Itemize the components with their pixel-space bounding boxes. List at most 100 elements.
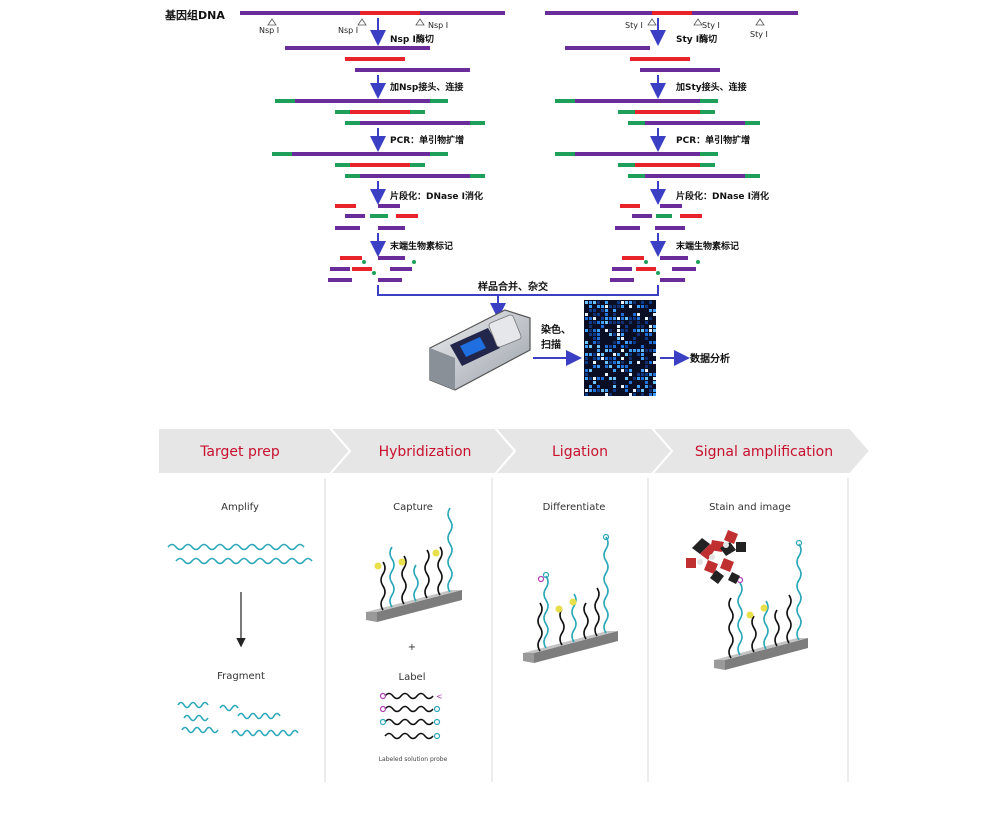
- right-steps: Sty I酶切 加Sty接头、连接 PCR：单引物扩增: [555, 18, 769, 282]
- ligation-chip: [534, 631, 618, 663]
- array-spot: [641, 369, 644, 372]
- array-spot: [617, 361, 620, 364]
- left-step-2: 加Nsp接头、连接: [389, 81, 463, 93]
- array-spot: [649, 333, 652, 336]
- stain-label-1: 染色、: [540, 323, 571, 336]
- stage-title-hybridization: Hybridization: [379, 444, 472, 460]
- right-step-1: Sty I酶切: [676, 33, 717, 45]
- array-spot: [625, 325, 628, 328]
- array-spot: [589, 333, 592, 336]
- array-spot: [609, 393, 612, 396]
- stage-chevron-4: [649, 427, 872, 475]
- fragment-3: [237, 712, 281, 720]
- array-spot: [637, 329, 640, 332]
- array-spot: [609, 329, 612, 332]
- array-spot: [629, 357, 632, 360]
- array-spot: [645, 373, 648, 376]
- array-spot: [653, 361, 656, 364]
- right-site-3: Sty I: [750, 30, 768, 39]
- array-spot: [633, 329, 636, 332]
- column-dividers: [324, 478, 849, 782]
- array-spot: [617, 333, 620, 336]
- array-spot: [605, 373, 608, 376]
- array-spot: [605, 349, 608, 352]
- array-spot: [621, 345, 624, 348]
- array-spot: [653, 341, 656, 344]
- array-spot: [613, 377, 616, 380]
- array-spot: [645, 337, 648, 340]
- array-spot: [629, 317, 632, 320]
- array-spot: [597, 385, 600, 388]
- array-spot: [593, 353, 596, 356]
- array-spot: [633, 313, 636, 316]
- right-step-2: 加Sty接头、连接: [675, 81, 747, 93]
- array-spot: [601, 309, 604, 312]
- fragment-4: [183, 714, 209, 722]
- array-spot: [637, 389, 640, 392]
- array-spot: [613, 317, 616, 320]
- stage-title-target-prep: Target prep: [199, 444, 280, 460]
- array-spot: [613, 345, 616, 348]
- array-spot: [605, 309, 608, 312]
- array-spot: [649, 385, 652, 388]
- array-spot: [641, 325, 644, 328]
- array-spot: [585, 377, 588, 380]
- array-spot: [589, 317, 592, 320]
- array-spot: [609, 345, 612, 348]
- array-spot: [585, 369, 588, 372]
- array-spot: [625, 301, 628, 304]
- fragment-5: [181, 726, 219, 734]
- array-spot: [585, 341, 588, 344]
- array-spot: [649, 329, 652, 332]
- fragment-2: [219, 704, 239, 712]
- array-spot: [585, 353, 588, 356]
- array-spot: [593, 313, 596, 316]
- array-spot: [633, 377, 636, 380]
- array-spot: [633, 301, 636, 304]
- array-spot: [653, 373, 656, 376]
- array-spot: [613, 305, 616, 308]
- array-spot: [597, 345, 600, 348]
- array-spot: [621, 337, 624, 340]
- array-spot: [641, 345, 644, 348]
- array-spot: [633, 341, 636, 344]
- merge-bracket: 样品合并、杂交: [377, 280, 659, 319]
- array-spot: [649, 373, 652, 376]
- right-step-4: 片段化：DNase I消化: [676, 190, 769, 202]
- amplified-strand-1: [167, 543, 305, 551]
- array-spot: [645, 385, 648, 388]
- array-spot: [629, 321, 632, 324]
- assay-panel: Target prep Hybridization Ligation Signa…: [157, 427, 872, 782]
- array-spot: [653, 325, 656, 328]
- array-spot: [645, 377, 648, 380]
- array-spot: [649, 309, 652, 312]
- array-spot: [629, 369, 632, 372]
- array-spot: [637, 321, 640, 324]
- array-spot: [589, 389, 592, 392]
- array-spot: [597, 329, 600, 332]
- array-spot: [605, 361, 608, 364]
- array-spot: [625, 369, 628, 372]
- array-spot: [645, 317, 648, 320]
- array-spot: [625, 345, 628, 348]
- array-spot: [641, 329, 644, 332]
- genome-dna-label: 基因组DNA: [164, 8, 225, 22]
- array-spot: [605, 313, 608, 316]
- array-spot: [621, 329, 624, 332]
- left-genome-line: Nsp I Nsp I Nsp I: [240, 11, 505, 35]
- array-spot: [637, 385, 640, 388]
- stage-bar: Target prep Hybridization Ligation Signa…: [157, 427, 872, 475]
- array-spot: [641, 377, 644, 380]
- stage-title-signal-amplification: Signal amplification: [695, 444, 833, 460]
- array-spot: [621, 301, 624, 304]
- array-spot: [589, 345, 592, 348]
- array-spot: [605, 393, 608, 396]
- array-spot: [633, 317, 636, 320]
- array-spot: [637, 377, 640, 380]
- left-step-3: PCR：单引物扩增: [390, 134, 464, 146]
- array-spot: [593, 317, 596, 320]
- array-spot: [621, 349, 624, 352]
- array-spot: [637, 313, 640, 316]
- label-label: Label: [399, 672, 426, 683]
- genome-panel: 基因组DNA Nsp I Nsp I Nsp I Sty I Sty I Sty…: [164, 8, 798, 396]
